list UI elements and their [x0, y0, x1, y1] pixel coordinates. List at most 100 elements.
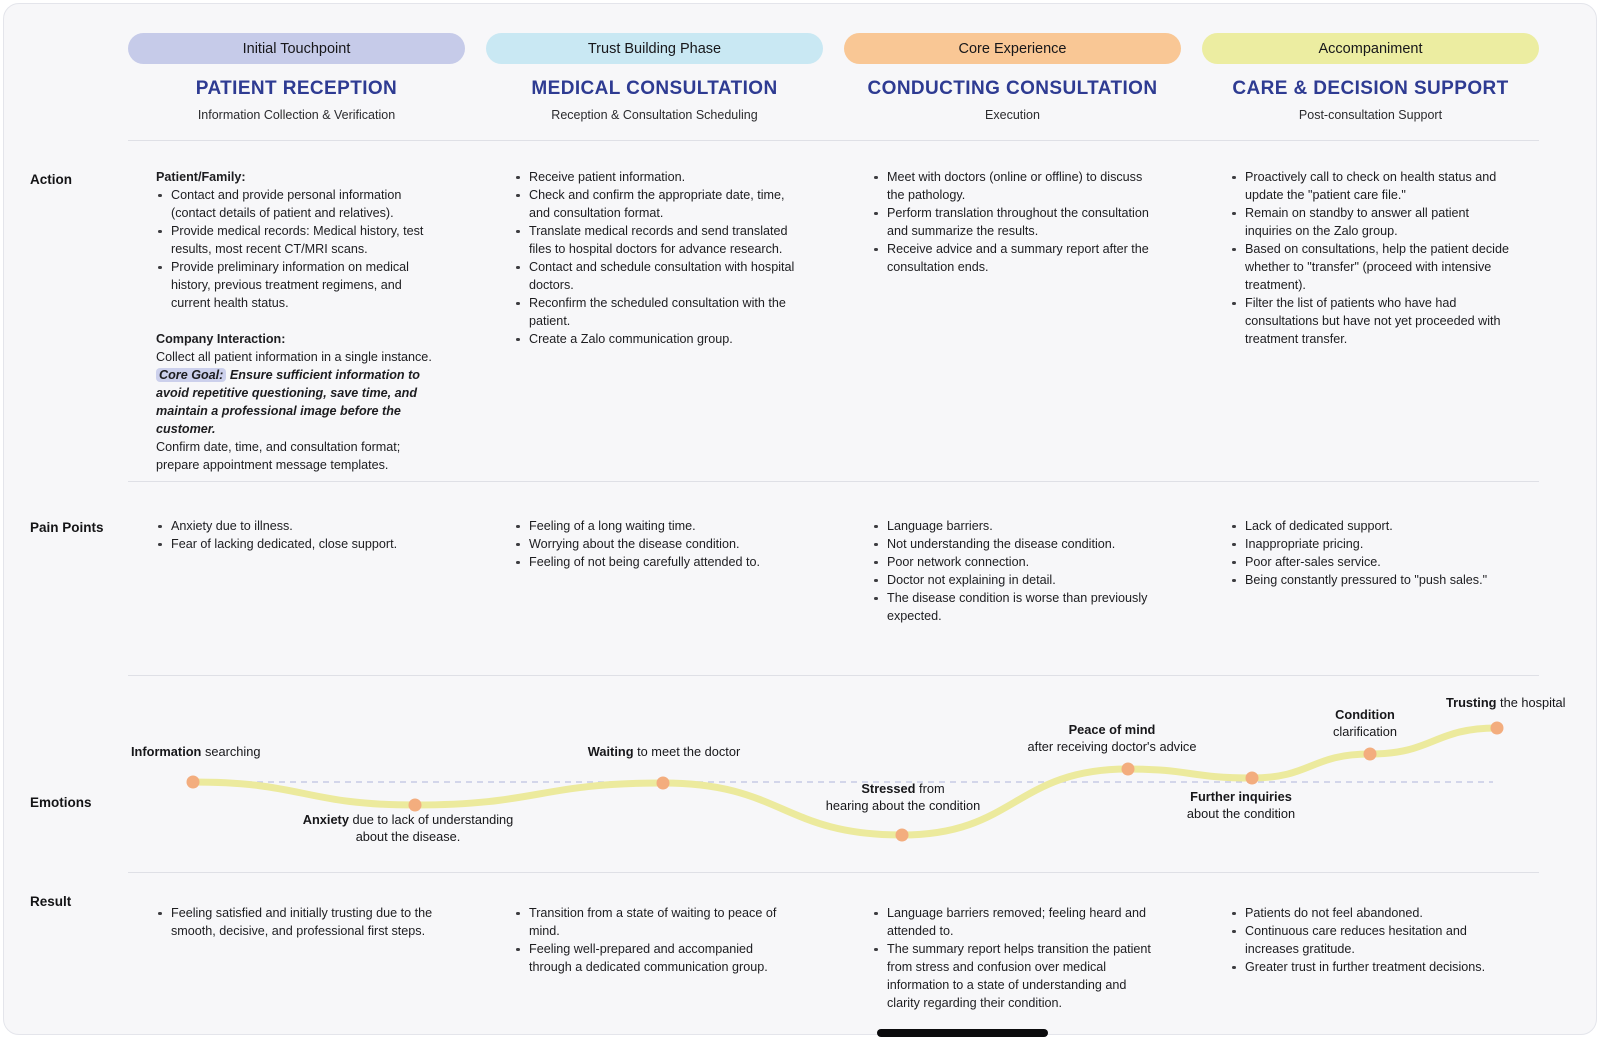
bullet-dot-icon [872, 571, 887, 589]
bullet-text: Filter the list of patients who have had… [1245, 296, 1501, 346]
bullet-text: The disease condition is worse than prev… [887, 591, 1148, 623]
bullet-dot-icon [872, 589, 887, 625]
bullet-item: Feeling well-prepared and accompanied th… [514, 940, 797, 976]
divider-emotions-result [128, 872, 1539, 873]
bullet-dot-icon [156, 186, 171, 222]
bullet-text: Translate medical records and send trans… [529, 224, 788, 256]
bullet-text: Language barriers removed; feeling heard… [887, 906, 1147, 938]
bullet-dot-icon [872, 517, 887, 535]
bullet-text: Check and confirm the appropriate date, … [529, 188, 785, 220]
bullet-item: Contact and provide personal information… [156, 186, 439, 222]
bullet-item: Inappropriate pricing. [1230, 535, 1513, 553]
bullet-text: Reconfirm the scheduled consultation wit… [529, 296, 786, 328]
bullet-dot-icon [156, 904, 171, 940]
bullet-text: Remain on standby to answer all patient … [1245, 206, 1470, 238]
row-label-pain-points: Pain Points [30, 520, 104, 535]
journey-map-card [3, 3, 1597, 1035]
phase-pill: Trust Building Phase [486, 33, 823, 64]
pain-points-cell: Language barriers. Not understanding the … [844, 517, 1181, 625]
result-cell: Language barriers removed; feeling heard… [844, 904, 1181, 1012]
bullet-item: Meet with doctors (online or offline) to… [872, 168, 1155, 204]
bullet-text: Poor network connection. [887, 555, 1030, 569]
bullet-dot-icon [872, 553, 887, 571]
result-cell: Patients do not feel abandoned.Continuou… [1202, 904, 1539, 1012]
bullet-text: Poor after-sales service. [1245, 555, 1381, 569]
bullet-item: Check and confirm the appropriate date, … [514, 186, 797, 222]
action-cell: Meet with doctors (online or offline) to… [844, 168, 1181, 474]
action-cell: Proactively call to check on health stat… [1202, 168, 1539, 474]
bullet-dot-icon [1230, 294, 1245, 348]
phase-pill: Accompaniment [1202, 33, 1539, 64]
bullet-text: Being constantly pressured to "push sale… [1245, 573, 1488, 587]
bullet-text: Based on consultations, help the patient… [1245, 242, 1509, 292]
bullet-dot-icon [156, 535, 171, 553]
bullet-text: Provide preliminary information on medic… [171, 260, 409, 310]
phase-subtitle: Execution [985, 108, 1040, 122]
bullet-dot-icon [872, 168, 887, 204]
bullet-dot-icon [872, 904, 887, 940]
bullet-dot-icon [514, 330, 529, 348]
bullet-text: Lack of dedicated support. [1245, 519, 1393, 533]
action-text: Confirm date, time, and consultation for… [156, 440, 401, 472]
bullet-text: Proactively call to check on health stat… [1245, 170, 1497, 202]
bullet-text: Patients do not feel abandoned. [1245, 906, 1423, 920]
bullet-text: Transition from a state of waiting to pe… [529, 906, 777, 938]
divider-pain-emotions [128, 675, 1539, 676]
divider-header [128, 140, 1539, 141]
bullet-dot-icon [1230, 204, 1245, 240]
bullet-text: Meet with doctors (online or offline) to… [887, 170, 1143, 202]
row-label-result: Result [30, 894, 72, 909]
bullet-item: Not understanding the disease condition. [872, 535, 1155, 553]
row-label-action: Action [30, 172, 72, 187]
bullet-dot-icon [1230, 571, 1245, 589]
phase-subtitle: Information Collection & Verification [197, 108, 396, 122]
bullet-text: Receive patient information. [529, 170, 686, 184]
phase-pill: Initial Touchpoint [128, 33, 465, 64]
bullet-text: Feeling of a long waiting time. [529, 519, 696, 533]
bullet-text: Not understanding the disease condition. [887, 537, 1116, 551]
phase-title: MEDICAL CONSULTATION [531, 78, 778, 99]
bullet-text: Language barriers. [887, 519, 993, 533]
bullet-dot-icon [514, 186, 529, 222]
bullet-dot-icon [514, 940, 529, 976]
bullet-text: Feeling of not being carefully attended … [529, 555, 761, 569]
bullet-dot-icon [156, 517, 171, 535]
bullet-item: Perform translation throughout the consu… [872, 204, 1155, 240]
bullet-item: Worrying about the disease condition. [514, 535, 797, 553]
phase-title: CONDUCTING CONSULTATION [867, 78, 1158, 99]
bullet-item: Doctor not explaining in detail. [872, 571, 1155, 589]
divider-action-pain [128, 481, 1539, 482]
bullet-dot-icon [514, 294, 529, 330]
bullet-dot-icon [1230, 535, 1245, 553]
bullet-dot-icon [514, 535, 529, 553]
bullet-item: Language barriers. [872, 517, 1155, 535]
bullet-dot-icon [514, 904, 529, 940]
pain-points-cell: Anxiety due to illness. Fear of lacking d… [128, 517, 465, 625]
phase-pill-label: Initial Touchpoint [242, 40, 351, 57]
bullet-dot-icon [514, 553, 529, 571]
core-goal-highlight: Core Goal: [156, 368, 227, 382]
bullet-text: Greater trust in further treatment decis… [1245, 960, 1486, 974]
action-cell: Receive patient information. Check and co… [486, 168, 823, 474]
bullet-text: Feeling satisfied and initially trusting… [171, 906, 433, 938]
phase-header: CONDUCTING CONSULTATION Execution [844, 78, 1181, 122]
bullet-item: Anxiety due to illness. [156, 517, 439, 535]
bullet-dot-icon [1230, 904, 1245, 922]
result-row: Feeling satisfied and initially trusting… [128, 904, 1539, 1012]
bullet-dot-icon [872, 240, 887, 276]
action-heading: Patient/Family: [156, 170, 246, 184]
pain-points-cell: Feeling of a long waiting time. Worrying … [486, 517, 823, 625]
bullet-text: The summary report helps transition the … [887, 942, 1151, 1010]
bullet-text: Provide medical records: Medical history… [171, 224, 424, 256]
bullet-dot-icon [872, 940, 887, 1012]
bullet-text: Fear of lacking dedicated, close support… [171, 537, 398, 551]
bullet-dot-icon [156, 222, 171, 258]
bullet-item: Patients do not feel abandoned. [1230, 904, 1513, 922]
phase-title: CARE & DECISION SUPPORT [1232, 78, 1509, 99]
bullet-item: Contact and schedule consultation with h… [514, 258, 797, 294]
bullet-item: Language barriers removed; feeling heard… [872, 904, 1155, 940]
bullet-text: Contact and schedule consultation with h… [529, 260, 795, 292]
row-label-emotions: Emotions [30, 795, 92, 810]
